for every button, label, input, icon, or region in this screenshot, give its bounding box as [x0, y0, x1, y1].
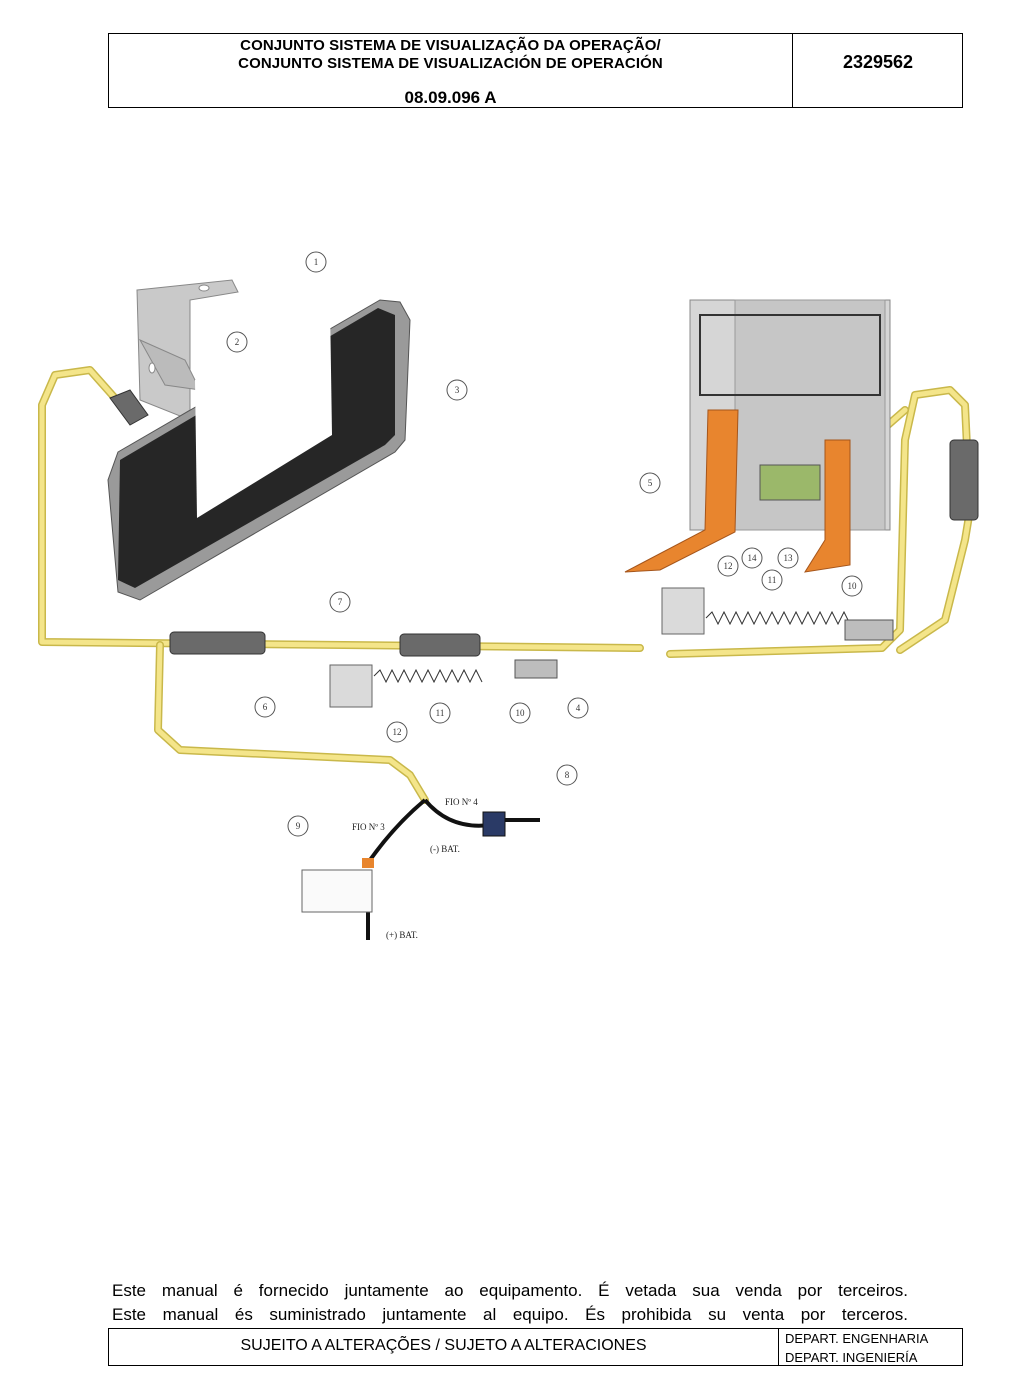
callout-2: 2: [235, 337, 240, 347]
callout-3: 3: [455, 385, 460, 395]
callout-11-right: 11: [768, 575, 777, 585]
callout-circles: [226, 251, 863, 837]
notice-line-pt: Este manual é fornecido juntamente ao eq…: [112, 1281, 908, 1300]
callout-1: 1: [314, 257, 319, 267]
callout-13: 13: [784, 553, 794, 563]
callout-12-left: 12: [393, 727, 402, 737]
callout-6: 6: [263, 702, 268, 712]
callout-12-right: 12: [724, 561, 733, 571]
cable-connectors: [109, 389, 979, 657]
title-line-es: CONJUNTO SISTEMA DE VISUALIZACIÓN DE OPE…: [238, 55, 663, 72]
callout-10-right: 10: [848, 581, 858, 591]
document-number: 2329562: [842, 52, 914, 72]
revision-code: 08.09.096 A: [404, 88, 497, 107]
wire-4-label: FIO Nº 4: [445, 797, 478, 807]
title-line-pt: CONJUNTO SISTEMA DE VISUALIZAÇÃO DA OPER…: [240, 37, 661, 54]
callout-11-left: 11: [436, 708, 445, 718]
header-divider: [792, 34, 793, 107]
fuse-holder: [301, 869, 373, 913]
footer-divider: [778, 1329, 779, 1365]
battery-neg-label: (-) BAT.: [430, 844, 460, 854]
header-box: CONJUNTO SISTEMA DE VISUALIZAÇÃO DA OPER…: [108, 33, 963, 108]
callout-5: 5: [648, 478, 653, 488]
footer-dept-es: DEPART. INGENIERÍA: [785, 1350, 918, 1365]
callout-4: 4: [576, 703, 581, 713]
mounting-bracket: [136, 279, 239, 417]
display-monitor: [107, 299, 411, 601]
battery-neg-terminal: [482, 811, 506, 837]
callout-14: 14: [748, 553, 758, 563]
callout-8: 8: [565, 770, 570, 780]
wire-3-label: FIO Nº 3: [352, 822, 385, 832]
notice-line-es: Este manual és suministrado juntamente a…: [112, 1305, 908, 1324]
callout-10-left: 10: [516, 708, 526, 718]
spring-assemblies: [329, 587, 894, 708]
battery-pos-label: (+) BAT.: [386, 930, 418, 940]
footer-box: SUJEITO A ALTERAÇÕES / SUJETO A ALTERACI…: [108, 1328, 963, 1366]
callout-9: 9: [296, 821, 301, 831]
wiring-diagram: 1 2 3 4 5 6 7 8 9 10 10 11 11 12 12 13 1…: [38, 251, 979, 940]
battery-wires: [366, 798, 540, 940]
fuse: [362, 858, 374, 868]
callout-7: 7: [338, 597, 343, 607]
footer-subject-to-change: SUJEITO A ALTERAÇÕES / SUJETO A ALTERACI…: [240, 1337, 647, 1354]
footer-dept-pt: DEPART. ENGENHARIA: [785, 1331, 929, 1346]
forklift-mast: [624, 299, 891, 573]
